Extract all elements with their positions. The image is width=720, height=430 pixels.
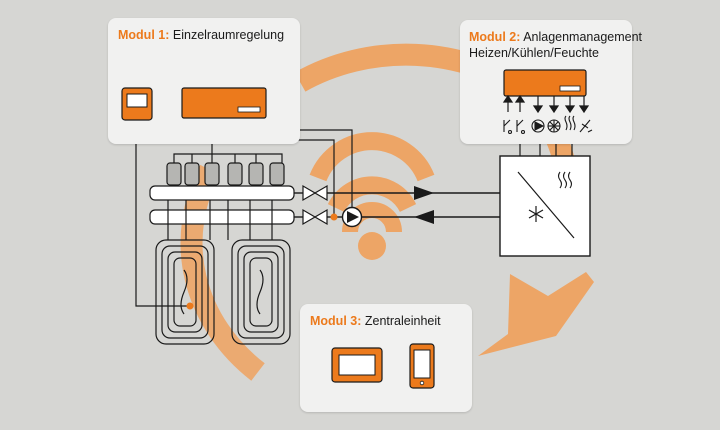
- module-2-title: Modul 2: Anlagenmanagement Heizen/Kühlen…: [469, 29, 642, 61]
- floor-heating-loop-2: [231, 239, 291, 345]
- flow-arrow-right: [414, 186, 434, 200]
- relay-icon: [503, 119, 513, 135]
- module-3-panel: Modul 3: Zentraleinheit: [300, 304, 472, 412]
- module-2-text2: Heizen/Kühlen/Feuchte: [469, 46, 599, 60]
- supply-manifold: [149, 185, 295, 201]
- wifi-dot: [358, 232, 386, 260]
- module-1-title: Modul 1: Einzelraumregelung: [118, 27, 284, 43]
- manifold-tubes: [167, 200, 273, 240]
- module-3-graphics: [331, 343, 435, 389]
- module-3-title: Modul 3: Zentraleinheit: [310, 313, 441, 329]
- touch-panel-icon: [331, 347, 383, 383]
- module-2-graphics: [502, 69, 593, 135]
- actuator-4: [227, 162, 243, 186]
- sensor-wire: [135, 120, 190, 307]
- snowflake-icon: [528, 206, 544, 222]
- actuator-bus: [173, 148, 283, 163]
- module-2-label: Modul 2:: [469, 30, 521, 44]
- module-1-panel: Modul 1: Einzelraumregelung: [108, 18, 300, 144]
- actuators: [166, 162, 285, 186]
- module-1-label: Modul 1:: [118, 28, 170, 42]
- heat-pump-icon: [499, 155, 591, 257]
- fan-icon: [547, 119, 561, 133]
- signal-arrows: [502, 94, 590, 114]
- pump-icon: [341, 206, 363, 228]
- module-3-text: Zentraleinheit: [364, 314, 441, 328]
- actuator-1: [166, 162, 182, 186]
- supply-sensor-dot: [330, 213, 338, 221]
- pump-icon: [531, 119, 545, 133]
- actuator-6: [269, 162, 285, 186]
- actuator-3: [204, 162, 220, 186]
- module-2-text: Anlagenmanagement: [523, 30, 643, 44]
- relay-icon: [516, 119, 526, 135]
- smartphone-icon: [409, 343, 435, 389]
- actuator-2: [184, 162, 200, 186]
- thermostat-icon: [121, 87, 153, 121]
- floor-heating-loop-1: [155, 239, 215, 345]
- module-1-graphics: [121, 87, 267, 121]
- heating-icon: [564, 115, 576, 131]
- output-icons: [503, 115, 593, 135]
- system-controller-box: [503, 69, 587, 97]
- room-sensor-dot: [186, 302, 194, 310]
- room-controller-box: [181, 87, 267, 119]
- cycle-arrowhead: [478, 272, 594, 356]
- actuator-5: [248, 162, 264, 186]
- cooling-icon: [579, 119, 593, 133]
- module-1-text: Einzelraumregelung: [172, 28, 285, 42]
- module-2-panel: Modul 2: Anlagenmanagement Heizen/Kühlen…: [460, 20, 642, 144]
- valve-icon: [302, 184, 328, 226]
- module-3-label: Modul 3:: [310, 314, 362, 328]
- flow-arrow-left: [414, 210, 434, 224]
